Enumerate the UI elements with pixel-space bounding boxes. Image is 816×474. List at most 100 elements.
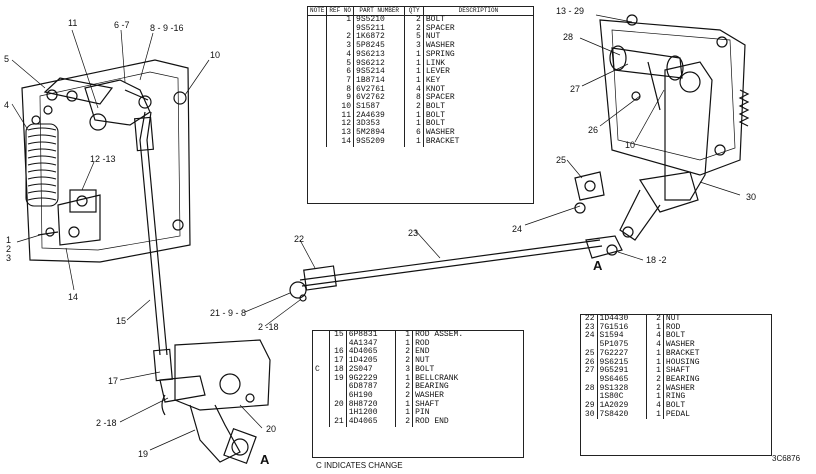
cell-pn: 7G1516	[597, 323, 647, 333]
cell-note	[313, 339, 331, 349]
cell-qty: 1	[395, 400, 414, 410]
cell-ref	[329, 409, 347, 419]
spring-4	[25, 123, 59, 207]
cell-desc: WASHER	[665, 383, 695, 393]
callout-18-2: 18 -2	[646, 255, 667, 265]
cell-note	[308, 68, 328, 77]
callout-6-7: 6 -7	[114, 20, 130, 30]
cell-pn: 2S047	[346, 365, 396, 375]
cell-qty: 1	[404, 120, 424, 130]
cell-qty: 8	[404, 94, 424, 104]
cell-qty: 5	[404, 33, 424, 43]
cell-qty: 4	[646, 332, 664, 342]
cell-desc: SPACER	[425, 23, 455, 33]
cell-desc: BRACKET	[425, 136, 460, 146]
cell-qty: 1	[404, 137, 424, 147]
cell-desc: KNOT	[425, 84, 446, 94]
cell-ref: 13	[326, 128, 355, 138]
cell-note	[308, 120, 328, 130]
cell-note	[313, 331, 331, 340]
cell-pn: 7S8420	[597, 410, 647, 420]
cell-pn: 9S5210	[353, 15, 406, 25]
cell-pn: 9S6465	[597, 375, 647, 385]
cell-ref: 21	[329, 417, 347, 427]
callout-28: 28	[563, 32, 574, 42]
cell-note	[313, 391, 331, 401]
cell-qty: 2	[404, 102, 424, 112]
cell-note: C	[313, 365, 331, 375]
cell-desc: WASHER	[665, 340, 695, 350]
cell-qty: 6	[404, 128, 424, 138]
callout-24: 24	[512, 224, 523, 234]
cell-qty: 1	[404, 111, 424, 121]
cell-desc: SPRING	[425, 49, 455, 59]
cell-qty: 2	[395, 348, 414, 358]
cell-ref: 24	[581, 332, 598, 342]
cell-qty: 2	[395, 417, 414, 427]
cell-desc: BOLT	[415, 364, 435, 374]
cell-pn: 9S1328	[597, 384, 647, 394]
cell-ref: 22	[581, 314, 598, 324]
cell-pn: 9G2229	[346, 374, 396, 384]
callout-15: 15	[116, 316, 127, 326]
cell-pn: 3D353	[353, 120, 406, 130]
cell-pn: 6D8787	[346, 383, 396, 392]
cell-desc: NUT	[415, 356, 430, 366]
cell-pn: 4D4065	[346, 348, 396, 358]
cell-note	[308, 15, 328, 25]
callout-a-right: A	[593, 258, 603, 273]
cell-desc: SHAFT	[665, 366, 690, 376]
cell-qty: 1	[646, 349, 664, 359]
cell-pn: 9S5211	[353, 24, 406, 34]
callout-10-right: 10	[625, 140, 636, 150]
cell-pn: 9S6213	[353, 50, 406, 60]
cell-ref: 6	[326, 68, 355, 77]
cell-qty: 1	[395, 374, 414, 384]
cell-ref: 18	[329, 365, 347, 375]
callout-20: 20	[266, 424, 277, 434]
cell-note	[313, 348, 331, 358]
cell-qty: 1	[646, 410, 664, 420]
cell-desc: SHAFT	[415, 399, 440, 409]
callout-30: 30	[746, 192, 757, 202]
pedal-arm-30	[664, 61, 713, 201]
cell-qty: 3	[404, 41, 424, 51]
cell-note	[308, 94, 328, 104]
cell-desc: HOUSING	[665, 357, 700, 367]
housing-26	[599, 19, 746, 176]
cell-qty: 1	[395, 339, 414, 349]
header-ref: REF NO	[326, 7, 355, 16]
cell-pn: 5P8245	[353, 41, 406, 51]
cell-ref: 16	[329, 348, 347, 358]
cell-note	[313, 383, 331, 392]
callout-17: 17	[108, 376, 119, 386]
cell-pn: 4A1347	[346, 339, 396, 349]
header-desc: DESCRIPTION	[423, 7, 533, 16]
cell-ref: 30	[581, 410, 598, 420]
cell-desc: NUT	[665, 314, 681, 323]
cell-desc: PEDAL	[665, 409, 690, 419]
cell-qty: 1	[646, 323, 664, 333]
cell-ref	[329, 339, 347, 349]
cell-pn: 9S5214	[353, 68, 406, 77]
cell-ref: 2	[326, 33, 355, 43]
cell-ref: 12	[326, 120, 355, 130]
cell-pn: 5P1075	[597, 340, 647, 350]
